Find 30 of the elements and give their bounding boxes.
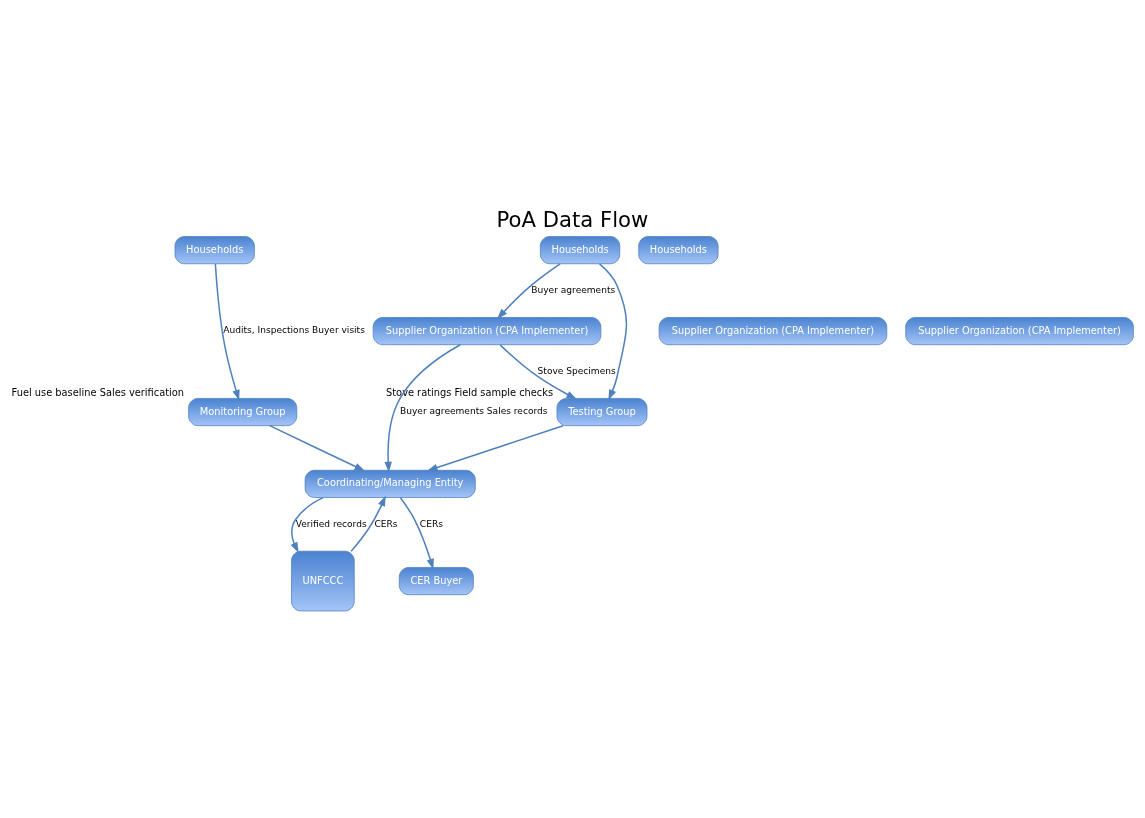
edge-label: Buyer agreements xyxy=(531,284,616,295)
node-box: Households xyxy=(539,236,621,265)
node-box: Households xyxy=(638,236,719,265)
arrow xyxy=(399,496,434,570)
node-box: Households xyxy=(174,236,255,265)
arrow xyxy=(497,263,561,320)
edge-label: CERs xyxy=(419,518,443,529)
node-box: Supplier Organization (CPA Implementer) xyxy=(905,317,1134,346)
arrow xyxy=(214,263,240,401)
node-box: Supplier Organization (CPA Implementer) xyxy=(658,317,888,346)
node-label: Fuel use baseline Sales verification xyxy=(11,386,185,398)
arrow xyxy=(269,424,366,472)
arrow xyxy=(598,263,628,401)
node-box: Monitoring Group xyxy=(188,398,298,426)
node-box: UNFCCC xyxy=(291,550,355,612)
edge-label: Stove Specimens xyxy=(537,365,616,376)
node-box: Testing Group xyxy=(556,398,648,426)
edge-label: Buyer agreements Sales records xyxy=(400,406,548,417)
edge-label: CERs xyxy=(374,518,398,529)
node-box: CER Buyer xyxy=(398,567,474,596)
arrow xyxy=(499,344,577,400)
arrow xyxy=(426,424,564,472)
edge-label: Verified records xyxy=(295,518,367,529)
edge-label: Audits, Inspections Buyer visits xyxy=(223,325,365,336)
arrow xyxy=(350,495,386,552)
arrow xyxy=(290,496,324,553)
node-box: Coordinating/Managing Entity xyxy=(304,469,476,498)
arrow xyxy=(384,344,461,473)
diagram-title: PoA Data Flow xyxy=(496,207,649,232)
node-box: Supplier Organization (CPA Implementer) xyxy=(372,317,602,346)
